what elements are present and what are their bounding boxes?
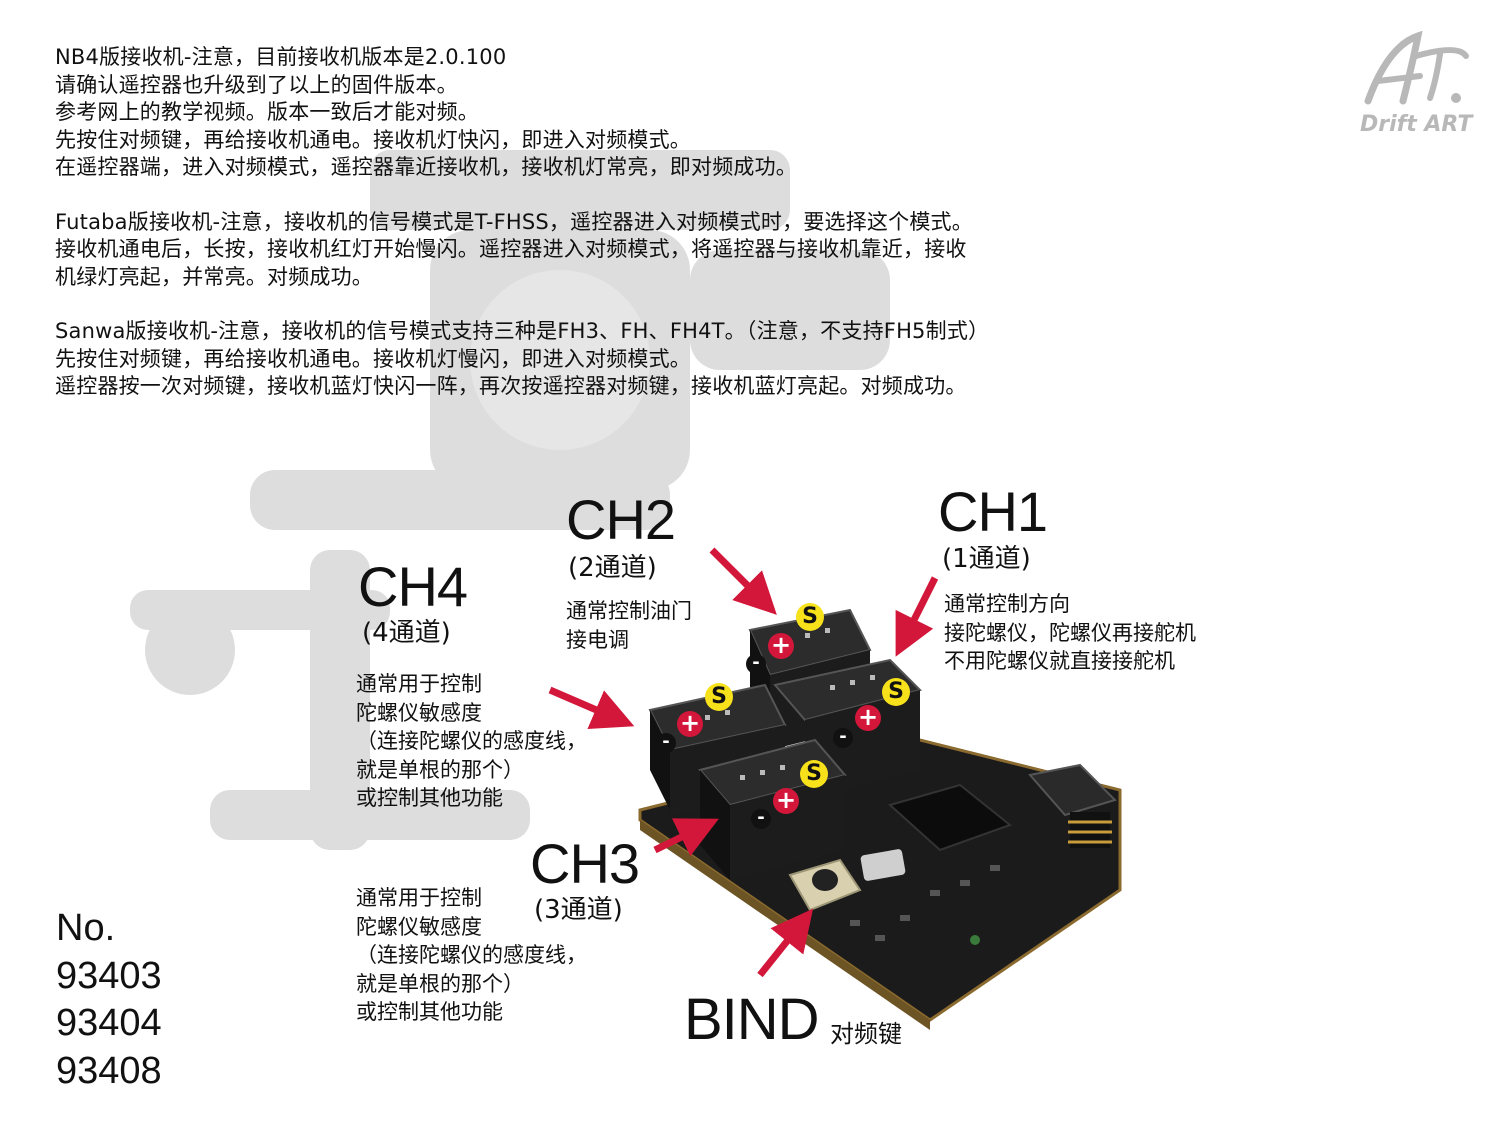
plus-pin-badge: + [677,711,703,737]
minus-pin-badge: - [656,733,676,753]
model-number-block: No. 93403 93404 93408 [56,905,162,1095]
model-number: 93408 [56,1049,162,1092]
plus-pin-badge: + [855,705,881,731]
instruction-line: 先按住对频键，再给接收机通电。接收机灯慢闪，即进入对频模式。 [55,346,691,371]
ch2-subtitle: (2通道) [568,553,657,583]
ch3-title: CH3 [530,832,640,895]
drift-art-logo [1364,30,1469,105]
model-number: 93404 [56,1002,162,1044]
instruction-line: Sanwa版接收机-注意，接收机的信号模式支持三种是FH3、FH、FH4T。（注… [55,319,990,343]
plus-pin-badge: + [768,633,794,659]
instruction-line: 遥控器按一次对频键，接收机蓝灯快闪一阵，再次按遥控器对频键，接收机蓝灯亮起。对频… [55,374,967,398]
ch2-title: CH2 [566,488,676,551]
logo-text: Drift ART [1360,112,1473,137]
ch1-title: CH1 [938,480,1048,543]
ch2-note: 通常控制油门 接电调 [566,599,692,652]
instruction-line: NB4版接收机-注意，目前接收机版本是2.0.100 [55,45,507,69]
plus-pin-badge: + [773,788,799,814]
signal-pin-badge: S [705,683,733,711]
instruction-line: 机绿灯亮起，并常亮。对频成功。 [55,264,373,289]
sanwa-section: Sanwa版接收机-注意，接收机的信号模式支持三种是FH3、FH、FH4T。（注… [55,318,1255,401]
background-chassis-image [130,150,890,850]
instruction-line: 参考网上的教学视频。版本一致后才能对频。 [55,100,479,124]
ch1-note: 通常控制方向 接陀螺仪，陀螺仪再接舵机 不用陀螺仪就直接接舵机 [944,592,1196,673]
nb4-section: NB4版接收机-注意，目前接收机版本是2.0.100 请确认遥控器也升级到了以上… [55,44,1255,182]
signal-pin-badge: S [796,603,824,631]
instruction-line: 先按住对频键，再给接收机通电。接收机灯快闪，即进入对频模式。 [55,127,691,152]
signal-pin-badge: S [882,678,910,706]
model-prefix: No. [56,907,116,949]
ch4-subtitle: (4通道) [362,618,451,648]
futaba-section: Futaba版接收机-注意，接收机的信号模式是T-FHSS，遥控器进入对频模式时… [55,209,1255,292]
ch4-title: CH4 [358,555,468,618]
ch3-subtitle: (3通道) [534,895,623,925]
minus-pin-badge: - [833,728,853,748]
minus-pin-badge: - [746,654,766,674]
ch3-note: 通常用于控制 陀螺仪敏感度 （连接陀螺仪的感度线， 就是单根的那个） 或控制其他… [356,886,587,1024]
minus-pin-badge: - [751,809,771,829]
model-number: 93403 [56,954,162,997]
instruction-line: 请确认遥控器也升级到了以上的固件版本。 [55,72,458,97]
signal-pin-badge: S [800,760,828,788]
bind-subtitle: 对频键 [830,1020,902,1048]
instructions-block: NB4版接收机-注意，目前接收机版本是2.0.100 请确认遥控器也升级到了以上… [55,44,1255,401]
bind-title: BIND [684,987,820,1052]
ch4-note: 通常用于控制 陀螺仪敏感度 （连接陀螺仪的感度线， 就是单根的那个） 或控制其他… [356,672,587,810]
ch1-subtitle: (1通道) [942,544,1031,574]
instruction-line: 在遥控器端，进入对频模式，遥控器靠近接收机，接收机灯常亮，即对频成功。 [55,155,797,179]
instruction-line: Futaba版接收机-注意，接收机的信号模式是T-FHSS，遥控器进入对频模式时… [55,209,973,234]
instruction-line: 接收机通电后，长按，接收机红灯开始慢闪。遥控器进入对频模式，将遥控器与接收机靠近… [55,237,967,261]
